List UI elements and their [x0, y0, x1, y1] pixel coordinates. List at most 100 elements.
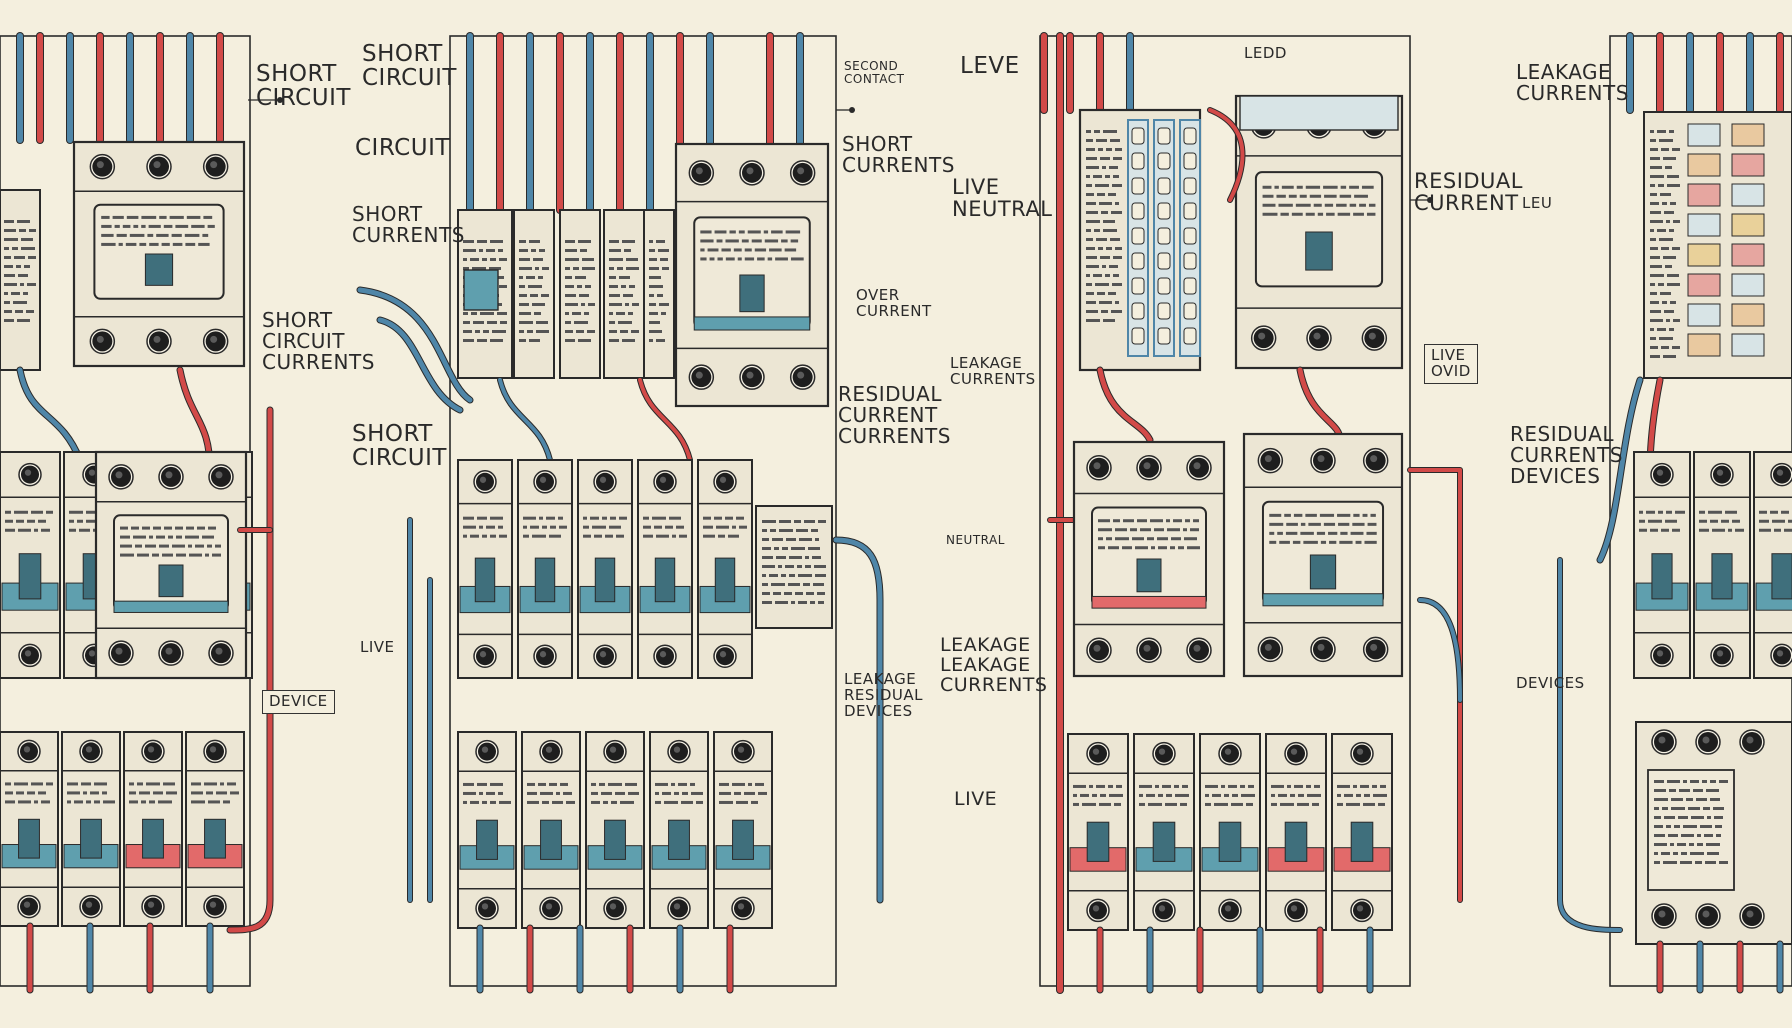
rcd-stripe: [113, 600, 229, 613]
label-scribble: [188, 544, 192, 548]
label-scribble: [1162, 784, 1171, 788]
label-scribble: [781, 574, 786, 577]
label-scribble: [774, 547, 779, 550]
label-scribble: [1086, 175, 1090, 178]
label-scribble: [21, 247, 35, 250]
breaker-toggle: [668, 819, 690, 860]
label-scribble: [626, 258, 638, 261]
label-scribble: [1319, 513, 1335, 517]
label-scribble: [1139, 793, 1143, 797]
label-scribble: [1337, 793, 1341, 797]
label-scribble: [1650, 265, 1662, 268]
label-scribble: [1292, 540, 1301, 544]
label-scribble: [609, 258, 623, 261]
label-scribble: [133, 224, 139, 228]
label-scribble: [707, 248, 719, 252]
label-scribble: [529, 240, 540, 243]
label-scribble: [463, 240, 474, 243]
label-scribble: [1086, 283, 1092, 286]
label-scribble: [125, 242, 137, 246]
label-scribble: [139, 242, 147, 246]
label-scribble: [716, 239, 723, 243]
breaker-toggle: [714, 557, 736, 603]
label-scribble: [609, 267, 614, 270]
label-scribble: [775, 257, 788, 261]
screw-terminal-icon: [1716, 650, 1724, 657]
label-scribble: [1290, 793, 1295, 797]
label-scribble: [1658, 510, 1663, 514]
screw-terminal-icon: [746, 371, 754, 379]
label-scribble: [736, 800, 748, 804]
label-scribble: [1658, 184, 1664, 187]
label-scribble: [1689, 843, 1694, 846]
label-scribble: [1108, 546, 1119, 550]
label-scribble: [1657, 328, 1666, 331]
label-scribble: [1110, 238, 1120, 241]
label-scribble: [1650, 337, 1656, 340]
label-scribble: [1102, 265, 1106, 268]
label-scribble: [31, 782, 43, 786]
label-scribble: [463, 791, 476, 795]
label-scribble: [14, 510, 28, 514]
label-scribble: [1221, 784, 1225, 788]
screw-terminal-icon: [1776, 469, 1784, 476]
label-short-currents-p2: SHORT CURRENTS: [352, 202, 465, 247]
label-scribble: [1661, 346, 1669, 349]
label-scribble: [1719, 861, 1728, 864]
label-scribble: [1666, 220, 1670, 223]
label-scribble: [1086, 193, 1094, 196]
label-scribble: [1735, 528, 1744, 532]
label-scribble: [579, 294, 589, 297]
label-scribble: [463, 782, 474, 786]
label-scribble: [1089, 784, 1093, 788]
label-scribble: [1650, 283, 1655, 286]
label-scribble: [1380, 784, 1386, 788]
label-scribble: [1271, 784, 1284, 788]
label-scribble: [790, 257, 804, 261]
label-scribble: [149, 242, 159, 246]
screw-terminal-icon: [1092, 905, 1100, 912]
label-scribble: [1096, 139, 1107, 142]
label-scribble: [755, 782, 764, 786]
label-scribble: [1115, 537, 1129, 541]
screw-terminal-icon: [719, 476, 727, 483]
label-scribble: [1098, 519, 1110, 523]
label-scribble: [23, 292, 28, 295]
rcd-stripe: [693, 316, 811, 331]
label-scribble: [1648, 519, 1662, 523]
label-scribble: [1291, 212, 1303, 216]
label-scribble: [609, 339, 619, 342]
label-scribble: [1231, 802, 1243, 806]
label-scribble: [1093, 274, 1102, 277]
label-scribble: [94, 800, 100, 804]
label-scribble: [1691, 816, 1704, 819]
label-scribble: [94, 782, 107, 786]
label-scribble: [1697, 843, 1703, 846]
label-scribble: [1106, 537, 1112, 541]
label-scribble: [120, 526, 128, 530]
label-scribble: [582, 258, 594, 261]
label-scribble: [69, 528, 76, 532]
label-scribble: [778, 565, 782, 568]
wire-outline: [1417, 597, 1463, 703]
screw-terminal-icon: [1658, 910, 1666, 918]
screw-terminal-icon: [481, 746, 489, 753]
rcd-cap: [1239, 95, 1399, 131]
label-scribble: [649, 294, 654, 297]
label-scribble: [1759, 519, 1769, 523]
screw-terminal-icon: [147, 746, 155, 753]
label-scribble: [1098, 528, 1112, 532]
terminal-slot-p4: [1687, 243, 1721, 267]
label-scribble: [738, 230, 745, 234]
label-scribble: [149, 800, 155, 804]
label-scribble: [1115, 528, 1127, 532]
label-scribble: [700, 230, 712, 234]
label-scribble: [149, 535, 153, 539]
label-scribble: [676, 525, 684, 529]
label-scribble: [805, 565, 811, 568]
label-scribble: [779, 529, 793, 532]
label-top-box-p3: LEDD: [1244, 44, 1287, 62]
label-scribble: [714, 230, 727, 234]
label-scribble: [603, 800, 608, 804]
label-scribble: [1115, 301, 1119, 304]
